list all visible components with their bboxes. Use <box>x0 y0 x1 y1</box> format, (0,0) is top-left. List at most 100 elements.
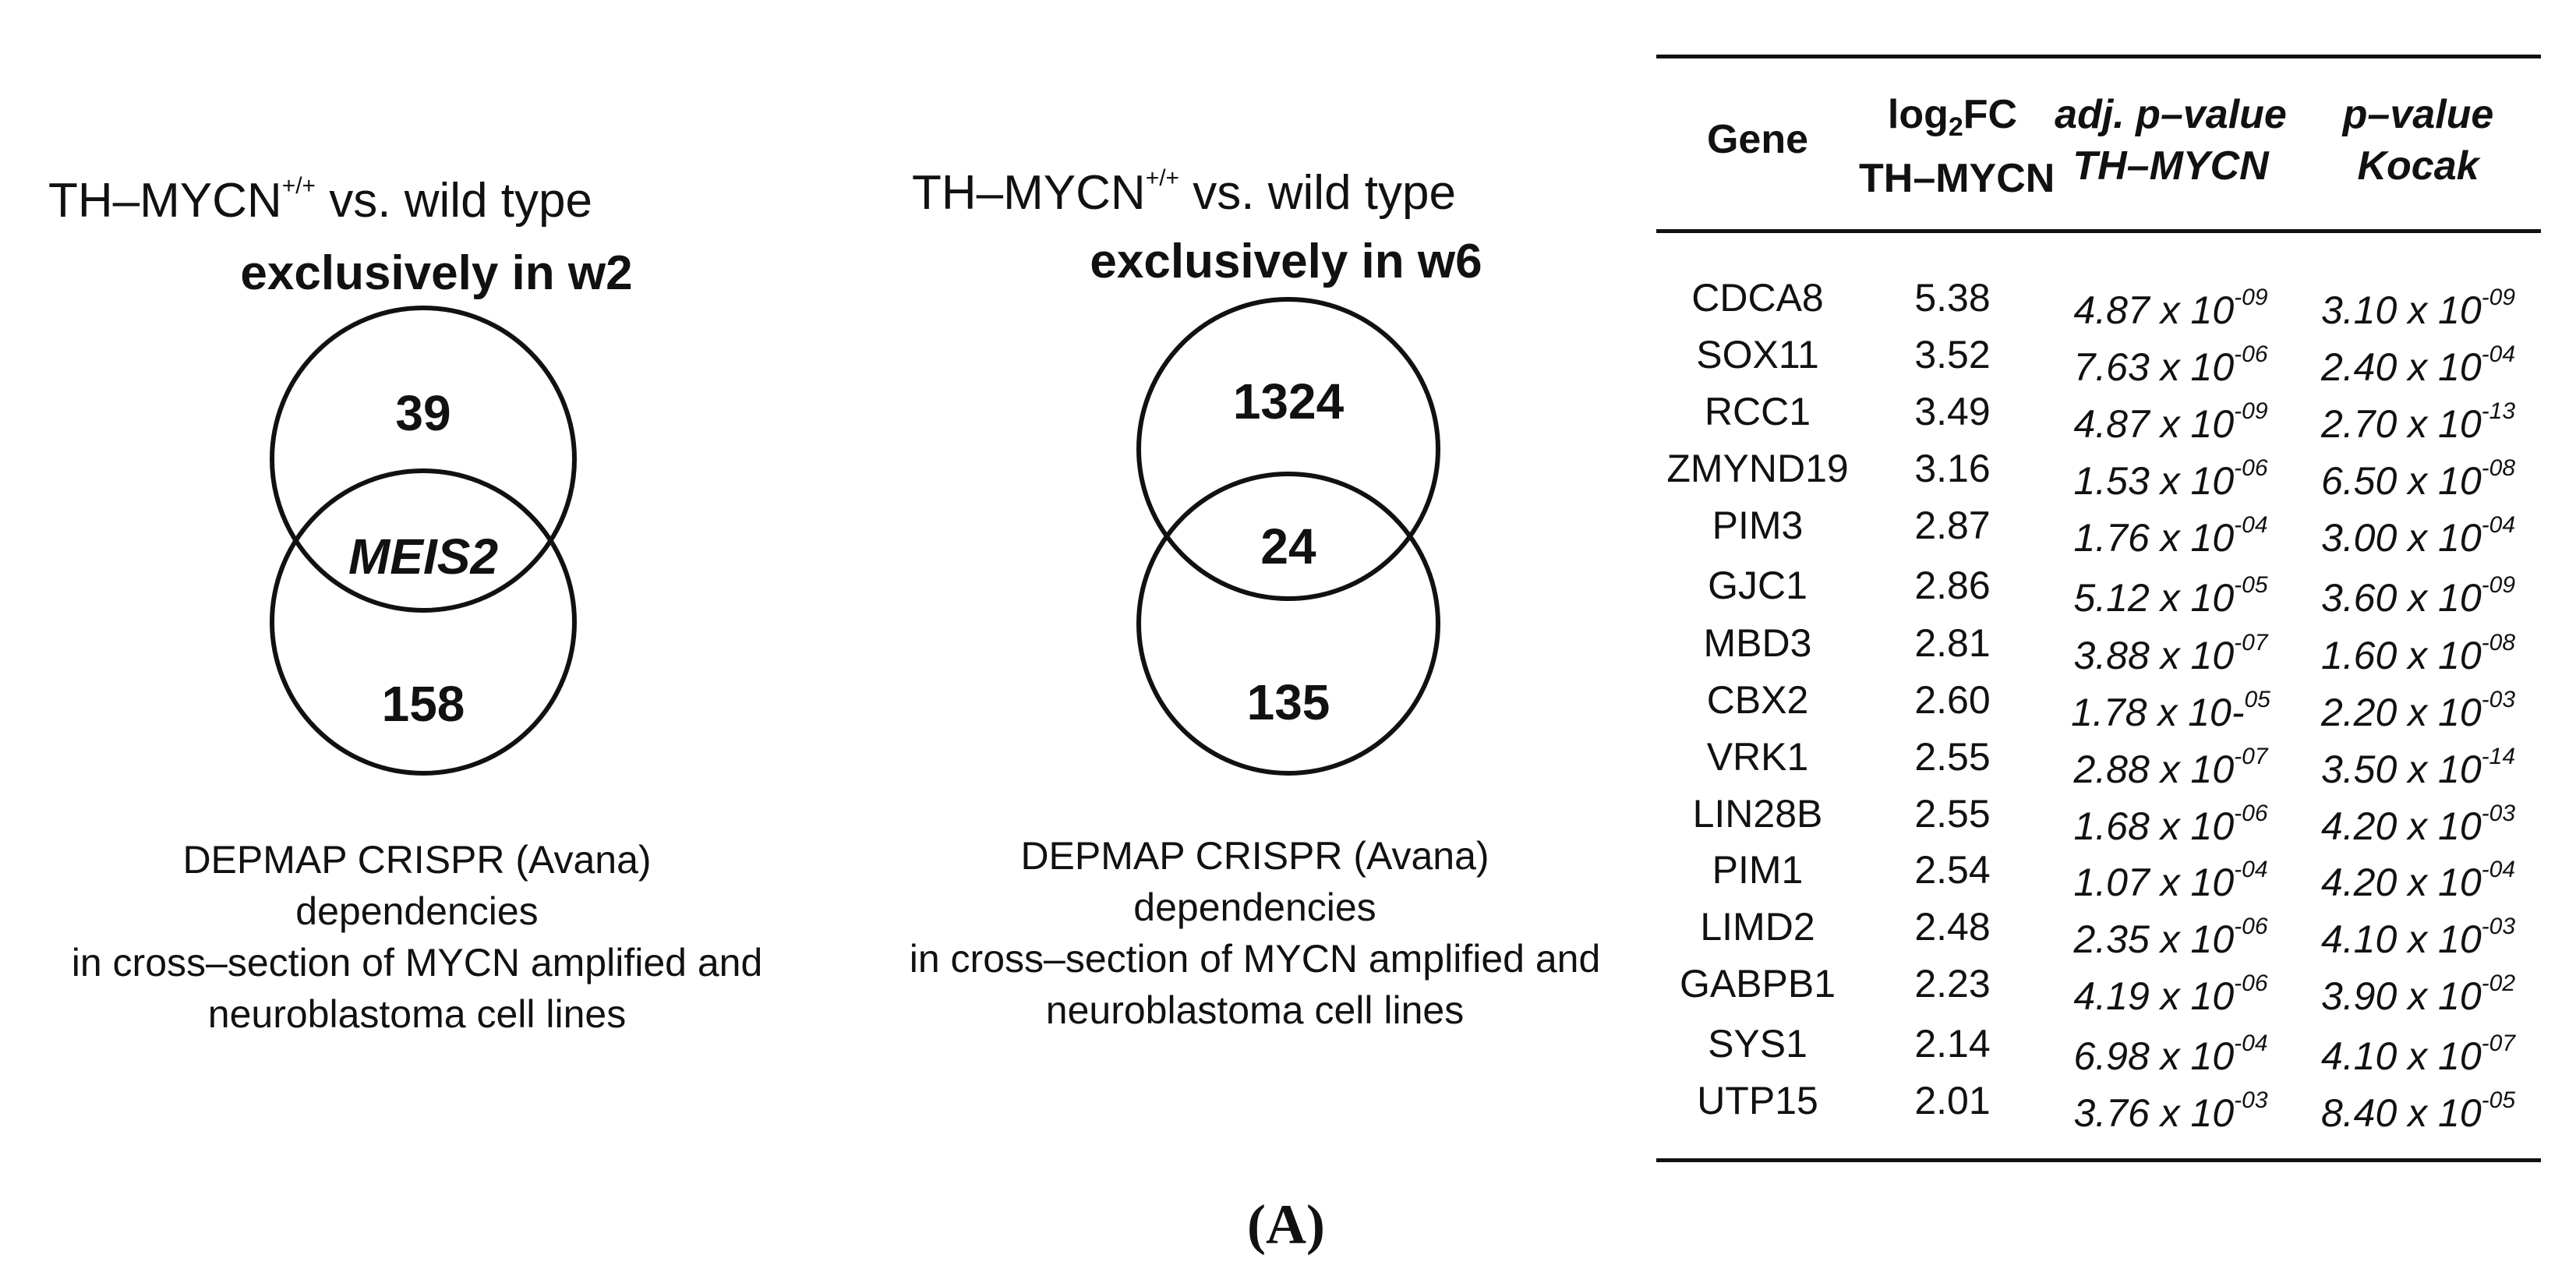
kocak-pvalue-mantissa: 4.10 x 10 <box>2320 917 2482 961</box>
adj-pvalue-exponent: -06 <box>2234 970 2268 996</box>
gene-name: LIN28B <box>1692 792 1823 836</box>
gene-cell: PIM3 <box>1656 498 1859 553</box>
venn-left-subtitle: exclusively in w2 <box>240 246 633 300</box>
adj-pvalue-mantissa: 1.68 x 10 <box>2073 804 2235 848</box>
adj-pvalue-mantissa: 3.76 x 10 <box>2073 1091 2235 1135</box>
adj-pvalue-mantissa: 4.19 x 10 <box>2073 974 2235 1018</box>
adj-pvalue-mantissa: 6.98 x 10 <box>2073 1034 2235 1078</box>
kocak-pvalue-cell: 6.50 x 10-08 <box>2295 441 2541 508</box>
venn-right-caption-line: dependencies <box>1133 885 1376 929</box>
header-adj-pvalue-line2: TH–MYCN <box>2072 143 2269 189</box>
venn-left-caption-line: DEPMAP CRISPR (Avana) <box>182 838 652 882</box>
kocak-pvalue-cell: 8.40 x 10-05 <box>2295 1073 2541 1140</box>
kocak-pvalue-exponent: -13 <box>2481 398 2516 424</box>
adj-pvalue-cell: 4.87 x 10-09 <box>2046 270 2295 338</box>
log2fc-cell: 2.14 <box>1859 1016 2046 1071</box>
log2fc-value: 2.86 <box>1914 564 1991 607</box>
adj-pvalue-mantissa: 7.63 x 10 <box>2073 345 2235 389</box>
adj-pvalue-cell: 1.76 x 10-04 <box>2046 498 2295 565</box>
log2fc-value: 5.38 <box>1914 276 1991 320</box>
adj-pvalue-mantissa: 4.87 x 10 <box>2073 402 2235 446</box>
gene-cell: GJC1 <box>1656 558 1859 613</box>
log2fc-value: 2.55 <box>1914 735 1991 779</box>
kocak-pvalue-exponent: -09 <box>2481 285 2516 310</box>
venn-left-diagram: 39 MEIS2 158 <box>270 306 577 776</box>
header-log2fc-sub: 2 <box>1948 112 1963 142</box>
log2fc-cell: 2.23 <box>1859 956 2046 1011</box>
venn-left-title-suffix: vs. wild type <box>316 174 592 228</box>
gene-name: CBX2 <box>1706 678 1809 722</box>
log2fc-value: 3.49 <box>1914 390 1991 433</box>
log2fc-cell: 2.48 <box>1859 900 2046 954</box>
adj-pvalue-cell: 5.12 x 10-05 <box>2046 558 2295 625</box>
kocak-pvalue-exponent: -04 <box>2481 341 2516 367</box>
venn-left-caption-line: dependencies <box>295 889 539 933</box>
venn-right-diagram: 1324 24 135 <box>1136 297 1440 776</box>
adj-pvalue-exponent: -04 <box>2234 857 2268 882</box>
kocak-pvalue-cell: 3.90 x 10-02 <box>2295 956 2541 1023</box>
kocak-pvalue-exponent: -08 <box>2481 630 2516 656</box>
venn-left-caption-line: neuroblastoma cell lines <box>207 992 627 1036</box>
header-kocak-pvalue-line2: Kocak <box>2357 143 2479 189</box>
venn-left-title-sup: +/+ <box>281 173 316 199</box>
adj-pvalue-cell: 1.07 x 10-04 <box>2046 843 2295 910</box>
adj-pvalue-exponent: -07 <box>2234 744 2268 769</box>
kocak-pvalue-exponent: -03 <box>2481 914 2516 939</box>
log2fc-cell: 2.87 <box>1859 498 2046 553</box>
log2fc-value: 2.55 <box>1914 792 1991 836</box>
adj-pvalue-cell: 6.98 x 10-04 <box>2046 1016 2295 1083</box>
adj-pvalue-exponent: -06 <box>2234 341 2268 367</box>
log2fc-cell: 2.01 <box>1859 1073 2046 1128</box>
adj-pvalue-exponent: -04 <box>2234 512 2268 538</box>
gene-cell: LIN28B <box>1656 786 1859 841</box>
kocak-pvalue-cell: 4.20 x 10-03 <box>2295 786 2541 854</box>
kocak-pvalue-exponent: -07 <box>2481 1030 2516 1056</box>
venn-right-title-suffix: vs. wild type <box>1179 166 1456 220</box>
log2fc-value: 2.60 <box>1914 678 1991 722</box>
log2fc-cell: 3.16 <box>1859 441 2046 496</box>
adj-pvalue-mantissa: 1.07 x 10 <box>2073 861 2235 904</box>
kocak-pvalue-mantissa: 4.20 x 10 <box>2320 804 2482 848</box>
header-log2fc-line2: TH–MYCN <box>1859 156 2055 201</box>
venn-left-title: TH–MYCN+/+ vs. wild type <box>48 173 592 228</box>
kocak-pvalue-exponent: -14 <box>2481 744 2516 769</box>
adj-pvalue-exponent: -05 <box>2234 572 2268 598</box>
panel-label: (A) <box>1247 1193 1325 1256</box>
venn-right-title: TH–MYCN+/+ vs. wild type <box>912 165 1456 221</box>
venn-right-top-circle <box>1136 297 1440 601</box>
venn-right-bottom-circle <box>1136 472 1440 776</box>
adj-pvalue-mantissa: 1.76 x 10 <box>2073 516 2235 560</box>
gene-name: SYS1 <box>1708 1022 1807 1066</box>
adj-pvalue-cell: 1.53 x 10-06 <box>2046 441 2295 508</box>
kocak-pvalue-exponent: -05 <box>2481 1087 2516 1113</box>
venn-left-top-count: 39 <box>395 385 451 441</box>
log2fc-value: 3.52 <box>1914 333 1991 376</box>
log2fc-value: 2.01 <box>1914 1079 1991 1122</box>
kocak-pvalue-cell: 2.70 x 10-13 <box>2295 384 2541 451</box>
header-log2fc-base: log <box>1887 92 1949 137</box>
table-header-rule <box>1656 229 2541 233</box>
gene-cell: SYS1 <box>1656 1016 1859 1071</box>
kocak-pvalue-exponent: -03 <box>2481 801 2516 826</box>
kocak-pvalue-cell: 3.10 x 10-09 <box>2295 270 2541 338</box>
adj-pvalue-exponent: -07 <box>2234 630 2268 656</box>
gene-name: PIM1 <box>1712 848 1804 892</box>
adj-pvalue-exponent: -03 <box>2234 1087 2268 1113</box>
gene-cell: UTP15 <box>1656 1073 1859 1128</box>
kocak-pvalue-mantissa: 3.10 x 10 <box>2320 288 2482 332</box>
venn-right-caption-line: in cross–section of MYCN amplified and <box>909 937 1601 981</box>
gene-name: RCC1 <box>1704 390 1811 433</box>
venn-left-caption: DEPMAP CRISPR (Avana) dependencies in cr… <box>0 834 834 1040</box>
adj-pvalue-exponent: -09 <box>2234 285 2268 310</box>
header-adj-pvalue: adj. p–value TH–MYCN <box>2046 89 2295 192</box>
log2fc-cell: 2.86 <box>1859 558 2046 613</box>
kocak-pvalue-mantissa: 1.60 x 10 <box>2320 634 2482 677</box>
kocak-pvalue-cell: 2.20 x 10-03 <box>2295 673 2541 740</box>
header-adj-pvalue-line1: adj. p–value <box>2055 92 2287 137</box>
kocak-pvalue-cell: 2.40 x 10-04 <box>2295 327 2541 394</box>
gene-name: PIM3 <box>1712 504 1804 547</box>
